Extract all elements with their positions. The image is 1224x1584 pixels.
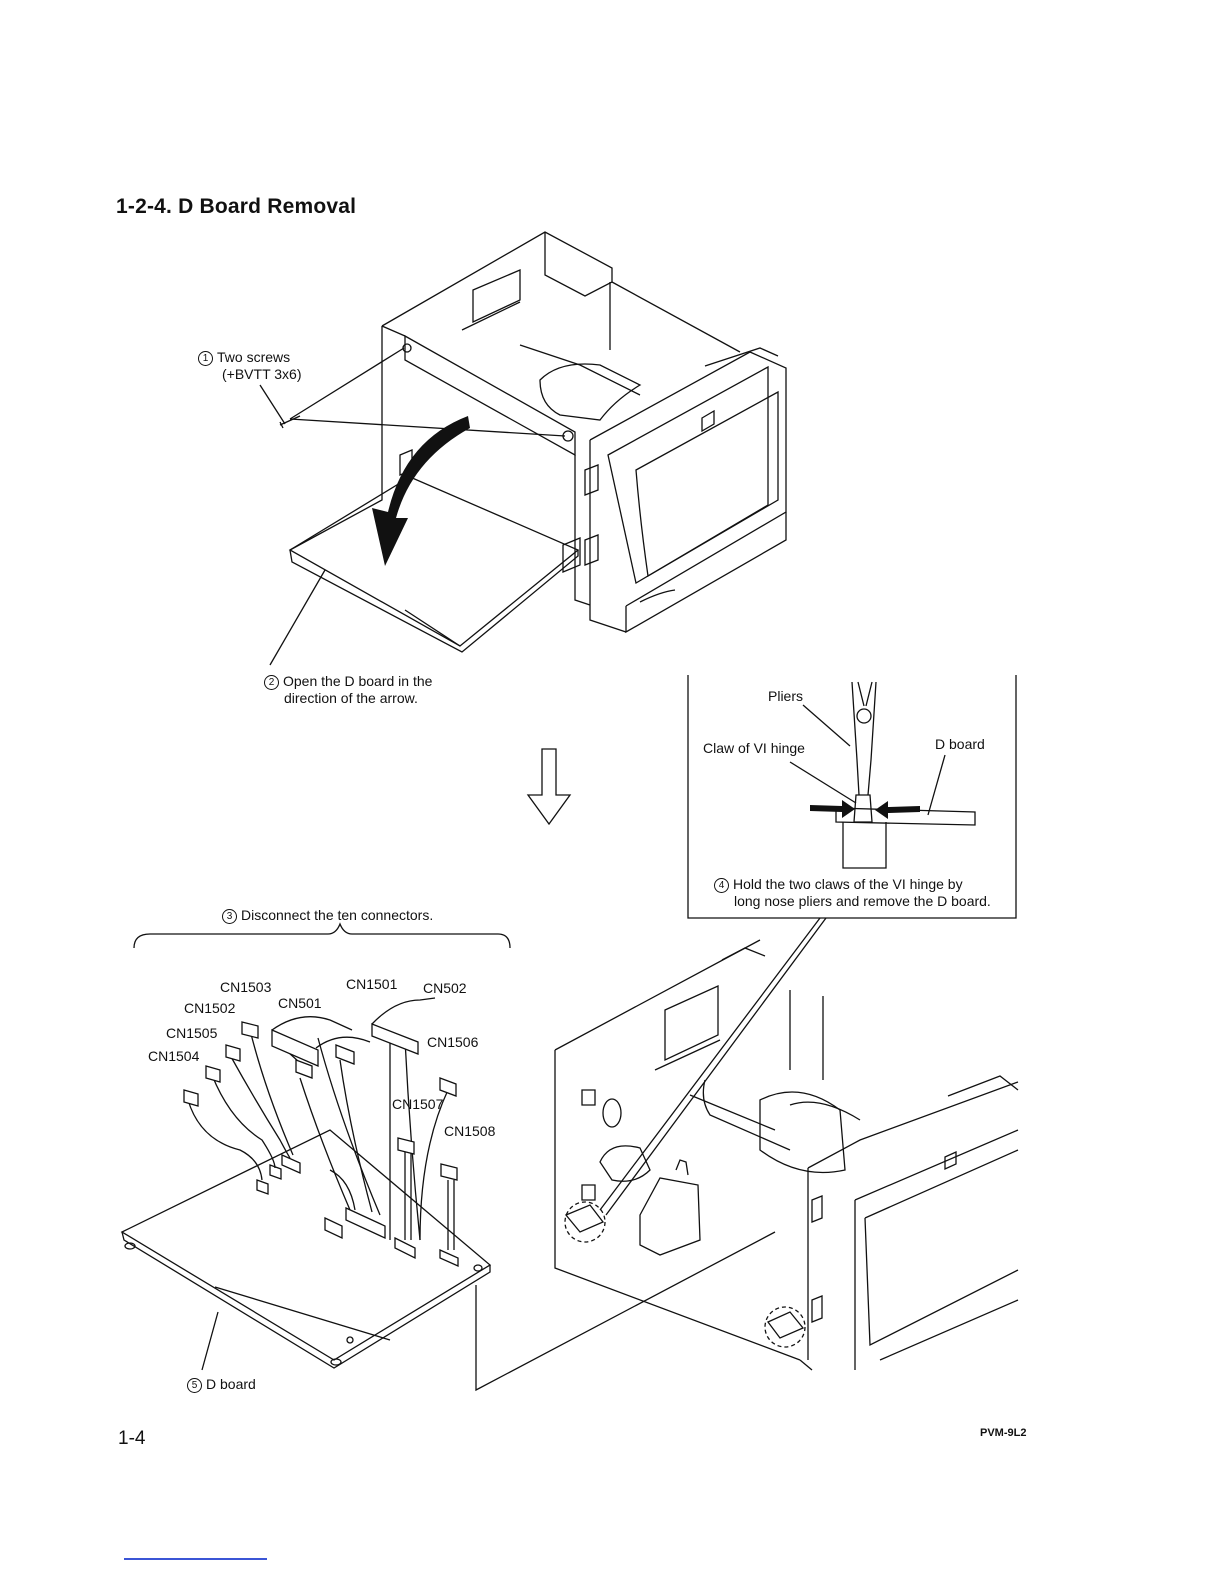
claw-label: Claw of VI hinge (703, 740, 805, 756)
step-number: 2 (264, 675, 279, 690)
connector-label: CN1505 (166, 1025, 218, 1041)
section-heading: 1-2-4. D Board Removal (116, 195, 357, 218)
step-number: 3 (222, 909, 237, 924)
connector-label: CN1507 (392, 1096, 444, 1112)
step-4-label: 4 Hold the two claws of the VI hinge by l… (714, 876, 991, 910)
step-text: Disconnect the ten connectors. (241, 907, 434, 923)
screw-spec: (+BVTT 3x6) (222, 366, 302, 382)
step-text: Two screws (217, 349, 291, 365)
d-board-connectors-view (120, 997, 776, 1392)
connector-label: CN1504 (148, 1048, 200, 1064)
bottom-rule (124, 1558, 267, 1560)
step-number: 5 (187, 1378, 202, 1393)
step-1-label: 1 Two screws (+BVTT 3x6) (198, 349, 302, 383)
step-text: D board (206, 1376, 256, 1392)
hinge-detail-box (687, 675, 1017, 919)
chassis-detail-view (554, 917, 1019, 1371)
down-arrow-icon (526, 748, 572, 826)
step-text-cont: long nose pliers and remove the D board. (734, 893, 991, 909)
step-2-label: 2 Open the D board in the direction of th… (264, 673, 432, 707)
connector-label: CN1502 (184, 1000, 236, 1016)
d-board-detail-label: D board (935, 736, 985, 752)
connector-label: CN501 (278, 995, 322, 1011)
page-number: 1-4 (118, 1428, 146, 1449)
connector-label: CN1508 (444, 1123, 496, 1139)
brace (133, 922, 511, 949)
step-3-label: 3 Disconnect the ten connectors. (222, 907, 433, 924)
step-text: Open the D board in the (283, 673, 433, 689)
monitor-top-view (259, 231, 787, 666)
step-number: 1 (198, 351, 213, 366)
model-number: PVM-9L2 (980, 1427, 1027, 1439)
step-5-label: 5 D board (187, 1376, 256, 1393)
connector-label: CN1501 (346, 976, 398, 992)
connector-label: CN1503 (220, 979, 272, 995)
connector-label: CN1506 (427, 1034, 479, 1050)
connector-label: CN502 (423, 980, 467, 996)
step-text-cont: direction of the arrow. (284, 690, 418, 706)
step-number: 4 (714, 878, 729, 893)
pliers-label: Pliers (768, 688, 804, 704)
step-text: Hold the two claws of the VI hinge by (733, 876, 963, 892)
